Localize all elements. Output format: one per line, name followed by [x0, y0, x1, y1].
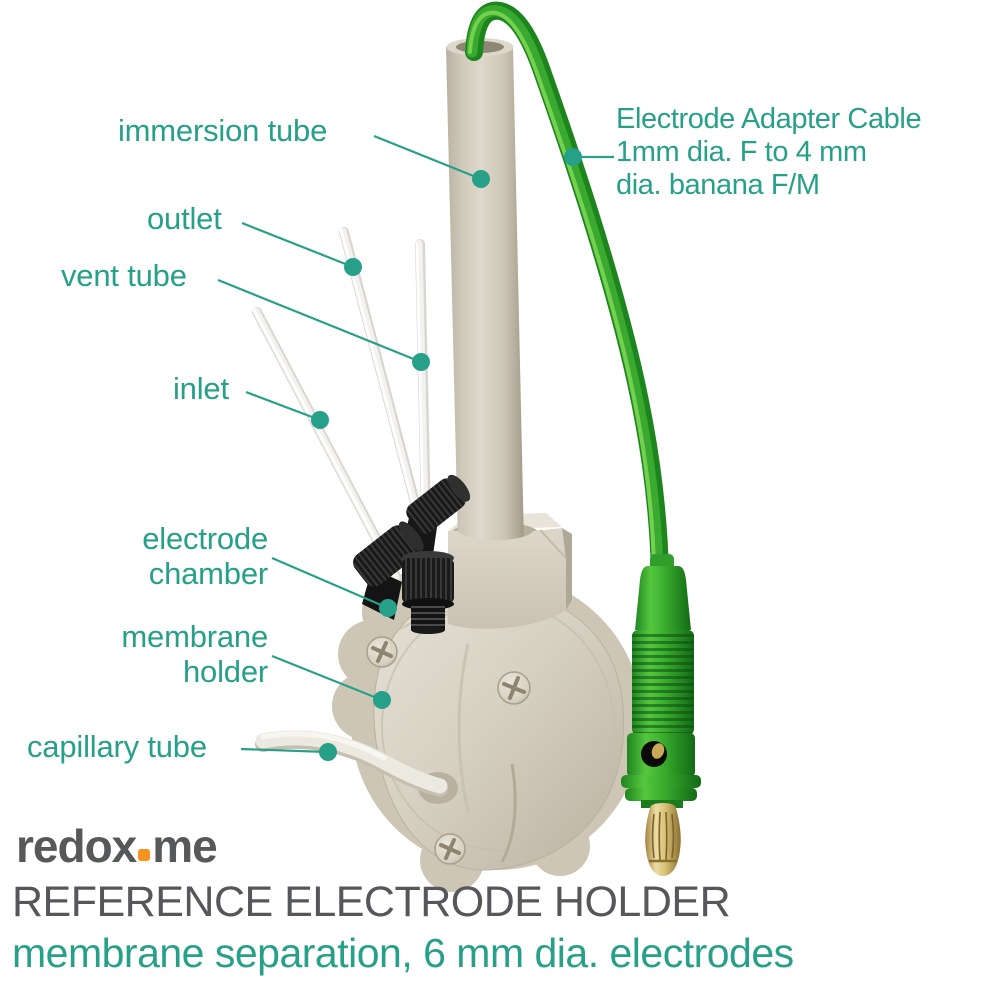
callout-label-immersion-tube: immersion tube [118, 113, 328, 148]
inlet-tube-graphic [252, 307, 402, 583]
callout-label-inlet: inlet [173, 371, 229, 406]
capillary-tube-graphic [255, 730, 458, 804]
cable-note-line-3: dia. banana F/M [616, 169, 820, 201]
callout-leader-lines [217, 134, 614, 761]
cable-note-line-1: Electrode Adapter Cable [616, 103, 922, 135]
callout-label-capillary-tube: capillary tube [27, 729, 207, 764]
callout-label-outlet: outlet [147, 201, 222, 236]
tube-mount-block-front [448, 528, 572, 629]
cable-note: Electrode Adapter Cable 1mm dia. F to 4 … [616, 103, 922, 202]
adapter-cable-graphic [465, 1, 669, 581]
callout-label-membrane-holder: membrane holder [121, 619, 268, 689]
banana-plug-graphic [621, 554, 701, 876]
immersion-tube-graphic [446, 38, 524, 545]
callout-label-vent-tube: vent tube [61, 258, 187, 293]
cable-note-line-2: 1mm dia. F to 4 mm [616, 136, 867, 168]
compression-fittings [353, 474, 471, 634]
callout-label-electrode-chamber: electrode chamber [142, 521, 268, 591]
phillips-screws [366, 636, 531, 865]
